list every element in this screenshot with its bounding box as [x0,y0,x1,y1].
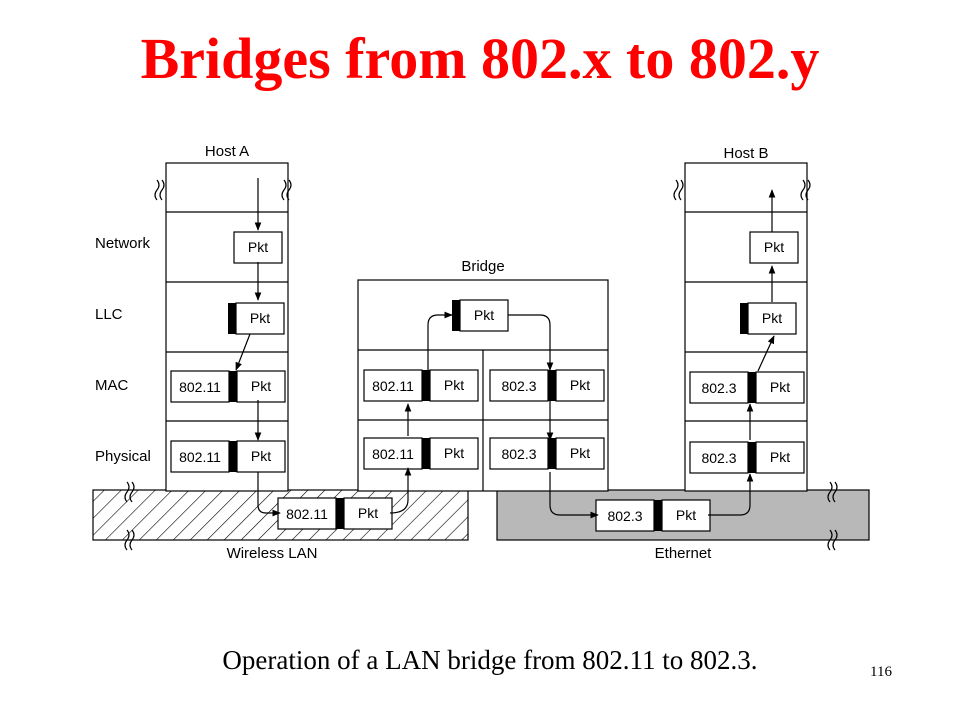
bridge-label: Bridge [461,258,504,275]
host-b-mac-packet: 802.3 Pkt [689,371,805,404]
host-b-physical-packet-header-label: 802.3 [701,450,736,466]
host-b-mac-packet-trailer [748,372,756,403]
host-b-llc-packet-payload [747,302,797,335]
bridge-llc-packet-payload [459,299,509,332]
bridge-mac-packet-802-3-header [489,369,549,402]
wireless-lan-label: Wireless LAN [227,545,318,562]
bridge-mac-packet-802-3-payload-label: Pkt [570,377,590,393]
ethernet-packet: 802.3 Pkt [595,499,711,532]
arrow-bridge-up [427,311,453,370]
bridge-mac-packet-802-11-payload-label: Pkt [444,377,464,393]
bridge-mac-packet-802-3: 802.3 Pkt [489,369,605,402]
break-marks [124,179,838,551]
bridge-mac-packet-802-11-payload [429,369,479,402]
wireless-lan-packet-payload-label: Pkt [358,505,378,521]
host-a-mac-packet-payload [236,370,286,403]
host-a-physical-packet: 802.11 Pkt [170,440,286,473]
bridge-llc-packet-payload-label: Pkt [474,307,494,323]
ethernet-label: Ethernet [655,545,713,562]
layer-label-llc: LLC [95,306,123,323]
wireless-lan-packet-trailer [336,498,344,529]
host-a-physical-packet-trailer [229,441,237,472]
arrow-bridge-down [508,314,554,371]
host-b-llc-packet-payload-label: Pkt [762,310,782,326]
host-b-mac-packet-payload [755,371,805,404]
host-a-mac-packet-trailer [229,371,237,402]
host-a-physical-packet-header [170,440,230,473]
bridge-mac-packet-802-3-header-label: 802.3 [501,378,536,394]
host-a-llc-packet-trailer [228,303,236,334]
bridge-mac-packet-802-11-trailer [422,370,430,401]
host-b-physical-packet-trailer [748,442,756,473]
layer-label-mac: MAC [95,377,129,394]
bridge-mac-packet-802-3-trailer [548,370,556,401]
wireless-lan-packet-header-label: 802.11 [286,506,328,522]
host-b-network-packet: Pkt [749,231,799,264]
arrow-wlan-to-bridge [389,467,412,514]
bridge-mac-packet-802-11-header-label: 802.11 [372,378,414,394]
ethernet-packet-payload-label: Pkt [676,507,696,523]
arrow-ethernet-to-host-b [708,473,754,516]
bridge-physical-packet-802-3: 802.3 Pkt [489,437,605,470]
bridge-physical-packet-802-3-trailer [548,438,556,469]
bridge-llc-packet-trailer [452,300,460,331]
host-a-mac-packet: 802.11 Pkt [170,370,286,403]
bridge-physical-packet-802-11-trailer [422,438,430,469]
host-a-network-packet-payload [233,231,283,264]
host-b-physical-packet: 802.3 Pkt [689,441,805,474]
ethernet-packet-header-label: 802.3 [607,508,642,524]
host-a-network-packet-payload-label: Pkt [248,239,268,255]
page-number: 116 [870,664,892,680]
bridge-mac-packet-802-3-payload [555,369,605,402]
host-a-physical-packet-payload [236,440,286,473]
host-a-network-packet: Pkt [233,231,283,264]
host-b-network-packet-payload-label: Pkt [764,239,784,255]
host-b-llc-packet: Pkt [740,302,797,335]
bridge-physical-packet-802-11-payload [429,437,479,470]
host-b-mac-packet-payload-label: Pkt [770,379,790,395]
bridge-physical-packet-802-3-payload-label: Pkt [570,445,590,461]
layer-label-network: Network [95,235,151,252]
bridge-diagram: Network LLC MAC Physical Host A Host B B… [92,143,870,562]
host-b-mac-packet-header-label: 802.3 [701,380,736,396]
bridge-physical-packet-802-11: 802.11 Pkt [363,437,479,470]
flow-arrows [235,178,776,519]
host-a-label: Host A [205,143,249,160]
wireless-lan-packet-payload [343,497,393,530]
host-a-llc-packet-payload-label: Pkt [250,310,270,326]
wireless-lan-packet: 802.11 Pkt [277,497,393,530]
host-b-llc-packet-trailer [740,303,748,334]
arrow-bridge-to-ethernet [549,472,599,519]
host-a-mac-packet-payload-label: Pkt [251,378,271,394]
arrow-host-a-to-wlan [257,472,281,517]
ethernet-packet-payload [661,499,711,532]
arrow-host-a-mac [235,333,251,371]
host-a-mac-packet-header [170,370,230,403]
host-b-physical-packet-payload-label: Pkt [770,449,790,465]
layer-label-physical: Physical [95,448,151,465]
bridge-physical-packet-802-3-header-label: 802.3 [501,446,536,462]
bridge-mac-packet-802-11: 802.11 Pkt [363,369,479,402]
host-a-physical-packet-header-label: 802.11 [179,449,221,465]
caption: Operation of a LAN bridge from 802.11 to… [222,645,758,675]
host-b-physical-packet-payload [755,441,805,474]
bridge-physical-packet-802-3-payload [555,437,605,470]
host-a-llc-packet-payload [235,302,285,335]
bridge-llc-packet: Pkt [452,299,509,332]
host-a-mac-packet-header-label: 802.11 [179,379,221,395]
host-b-mac-packet-header [689,371,749,404]
ethernet-packet-trailer [654,500,662,531]
host-b-network-packet-payload [749,231,799,264]
host-a-physical-packet-payload-label: Pkt [251,448,271,464]
arrow-host-b-mac-llc [757,335,775,372]
host-b-label: Host B [723,145,768,162]
slide-title: Bridges from 802.x to 802.y [140,26,820,91]
host-b-physical-packet-header [689,441,749,474]
bridge-physical-packet-802-11-header-label: 802.11 [372,446,414,462]
bridge-physical-packet-802-11-payload-label: Pkt [444,445,464,461]
host-a-llc-packet: Pkt [228,302,285,335]
